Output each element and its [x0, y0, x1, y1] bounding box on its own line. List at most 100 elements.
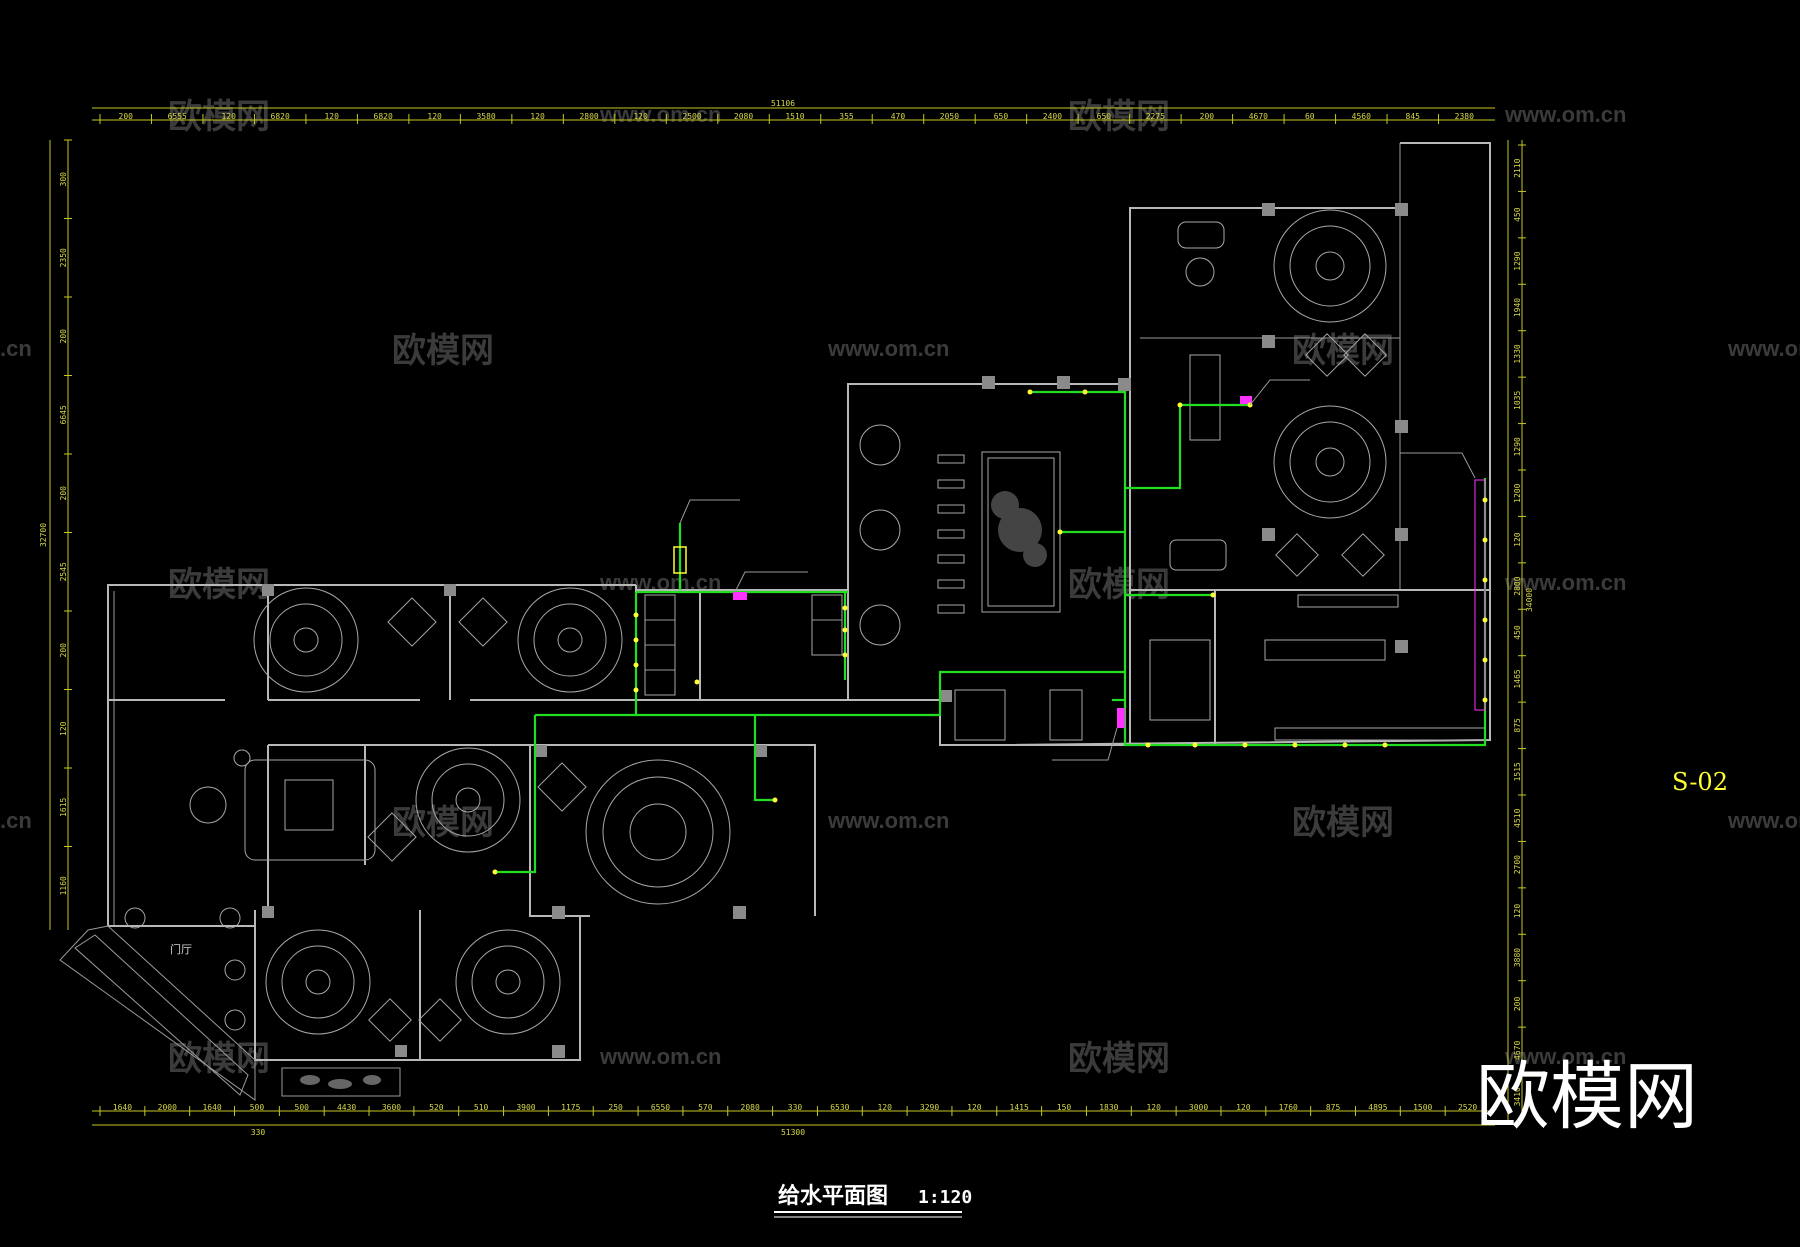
right-total-dimension: 34000	[1525, 588, 1534, 612]
dimension-label: 6820	[271, 112, 290, 121]
top-total-dimension: 51106	[771, 99, 795, 108]
decorative-rockery-icon	[300, 1075, 381, 1089]
watermark-url: www.om.cn	[1504, 102, 1626, 127]
watermark-url-partial: .cn	[0, 808, 32, 833]
bench-seats	[937, 454, 965, 614]
round-dining-table-icon	[253, 587, 359, 693]
dimension-chains: 51106 200 6555 120 6820 120 6820 120 3580 120 280…	[39, 99, 1534, 1137]
dimension-label: 3290	[920, 1103, 939, 1112]
square-table-icon	[537, 762, 587, 812]
dimension-label: 120	[427, 112, 442, 121]
dimension-label: 1465	[1513, 669, 1522, 688]
dimension-label: 3600	[382, 1103, 401, 1112]
dimension-label: 1830	[1099, 1103, 1118, 1112]
dimension-label: 1200	[1513, 483, 1522, 502]
water-valve-icon	[733, 592, 747, 600]
dimension-label: 120	[1513, 532, 1522, 547]
drawing-scale: 1:120	[918, 1187, 972, 1208]
dimension-label: 2350	[59, 248, 68, 267]
dimension-label: 520	[429, 1103, 444, 1112]
dimension-label: 120	[1236, 1103, 1251, 1112]
bottom-total-dimension: 51300	[781, 1128, 805, 1137]
dimension-label: 1415	[1010, 1103, 1029, 1112]
dimension-label: 120	[967, 1103, 982, 1112]
round-dining-table-icon	[265, 929, 371, 1035]
dimension-label: 200	[59, 329, 68, 344]
water-fixtures	[492, 379, 1488, 875]
watermark-layer: 欧模网 www.om.cn 欧模网 www.om.cn .cn 欧模网 www.…	[0, 97, 1800, 1079]
round-dining-table-icon	[517, 587, 623, 693]
watermark-url: www.om.cn	[827, 336, 949, 361]
dimension-label: 3000	[1189, 1103, 1208, 1112]
dimension-label: 1290	[1513, 251, 1522, 270]
drawing-title-block: 给水平面图 1:120	[774, 1183, 972, 1218]
dimension-label: 1615	[59, 797, 68, 816]
round-dining-table-icon	[859, 424, 901, 646]
dimension-label: 6645	[59, 405, 68, 424]
round-dining-table-icon	[585, 759, 731, 905]
dimension-label: 120	[1146, 1103, 1161, 1112]
watermark-brand: 欧模网	[168, 97, 270, 137]
dimension-label: 250	[608, 1103, 623, 1112]
dimension-label: 120	[324, 112, 339, 121]
dimension-label: 450	[1513, 625, 1522, 640]
dimension-label: 3580	[476, 112, 495, 121]
dimension-label: 4510	[1513, 808, 1522, 827]
dimension-label: 6820	[374, 112, 393, 121]
dimension-label: 120	[59, 721, 68, 736]
dimension-label: 2050	[940, 112, 959, 121]
round-dining-table-icon	[1273, 209, 1387, 323]
dimension-label: 650	[1097, 112, 1112, 121]
watermark-url: www.om.cn	[1504, 1044, 1626, 1069]
square-table-icon	[1305, 333, 1349, 377]
dimension-label: 120	[633, 112, 648, 121]
dimension-label: 1175	[561, 1103, 580, 1112]
dimension-label: 500	[295, 1103, 310, 1112]
entrance-hall-label: 门厅	[170, 942, 192, 956]
round-dining-table-icon	[455, 929, 561, 1035]
dimension-label: 2700	[1513, 855, 1522, 874]
kitchen-counter	[1274, 727, 1486, 741]
watermark-brand-large: 欧模网	[1476, 1054, 1698, 1140]
dimension-label: 845	[1406, 112, 1421, 121]
dimension-label: 875	[1326, 1103, 1341, 1112]
dimension-label: 200	[59, 486, 68, 501]
watermark-url-partial: .cn	[0, 336, 32, 361]
dimension-label: 120	[221, 112, 236, 121]
water-supply-pipes	[495, 390, 1487, 874]
watermark-url: www.om.cn	[1727, 336, 1800, 361]
dimension-label: 1510	[785, 112, 804, 121]
dimension-label: 120	[1513, 904, 1522, 919]
dimension-label: 3410	[1513, 1087, 1522, 1106]
dimension-label: 2380	[1455, 112, 1474, 121]
water-valve-icon	[1117, 708, 1125, 728]
water-valve-icon	[1240, 396, 1252, 404]
fixture-points	[492, 389, 1488, 875]
watermark-url: www.om.cn	[599, 1044, 721, 1069]
watermark-url: www.om.cn	[1727, 808, 1800, 833]
dimension-label: 2545	[59, 562, 68, 581]
square-table-icon	[1343, 333, 1387, 377]
dimension-label: 2800	[1513, 576, 1522, 595]
dimension-label: 1035	[1513, 391, 1522, 410]
square-table-icon	[458, 597, 508, 647]
dimension-label: 200	[1200, 112, 1215, 121]
dimension-label: 6550	[651, 1103, 670, 1112]
watermark-url: www.om.cn	[1504, 570, 1626, 595]
square-table-icon	[367, 812, 417, 862]
watermark-brand: 欧模网	[1292, 803, 1394, 843]
dimension-label: 355	[839, 112, 854, 121]
dimension-label: 300	[59, 172, 68, 187]
dimension-label: 1515	[1513, 762, 1522, 781]
dimension-label: 1500	[1413, 1103, 1432, 1112]
sheet-number: S-02	[1672, 768, 1728, 796]
dimension-label: 2080	[741, 1103, 760, 1112]
dimension-label: 4560	[1352, 112, 1371, 121]
kitchen-counter	[1297, 594, 1399, 608]
water-valve-icon	[673, 546, 687, 574]
dimension-label: 6555	[168, 112, 187, 121]
dimension-label: 4670	[1513, 1041, 1522, 1060]
dimension-label: 1940	[1513, 298, 1522, 317]
dimension-label: 6530	[830, 1103, 849, 1112]
